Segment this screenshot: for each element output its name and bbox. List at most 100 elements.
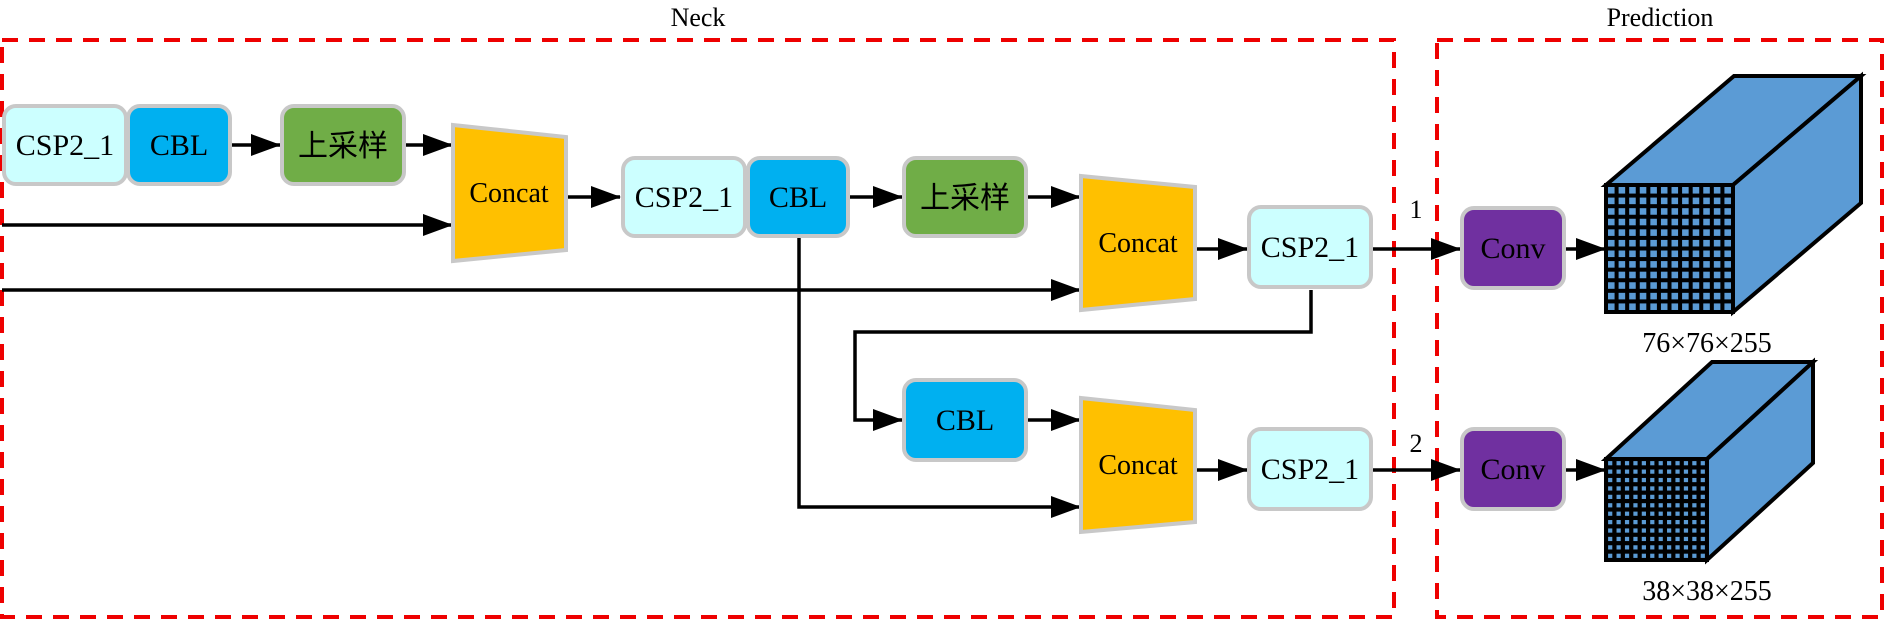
grid-cell xyxy=(1675,545,1680,550)
grid-cell xyxy=(1608,511,1613,516)
grid-cell xyxy=(1667,477,1672,483)
node-concat-a[interactable]: Concat xyxy=(451,122,568,264)
grid-cell xyxy=(1660,239,1668,247)
grid-cell xyxy=(1608,218,1615,226)
grid-cell xyxy=(1724,303,1731,310)
concat-b-shape xyxy=(1079,173,1197,313)
node-upsample-b[interactable]: 上采样 xyxy=(902,156,1028,238)
grid-cell xyxy=(1703,197,1710,205)
node-csp-a[interactable]: CSP2_1 xyxy=(2,104,128,186)
grid-cell xyxy=(1650,229,1657,236)
grid-cell xyxy=(1650,528,1655,533)
grid-cell xyxy=(1700,503,1705,508)
grid-cell xyxy=(1692,197,1700,205)
neck-region-border xyxy=(0,38,1396,619)
grid-cell xyxy=(1650,536,1655,542)
grid-cell xyxy=(1608,545,1613,550)
node-cbl-b[interactable]: CBL xyxy=(746,156,850,238)
grid-cell xyxy=(1724,292,1731,300)
grid-cell xyxy=(1618,250,1626,258)
grid-cell xyxy=(1703,218,1710,226)
grid-cell xyxy=(1724,208,1731,215)
grid-cell xyxy=(1650,250,1657,258)
node-csp-d[interactable]: CSP2_1 xyxy=(1247,427,1373,511)
grid-cell xyxy=(1608,303,1615,310)
grid-cell xyxy=(1633,461,1638,466)
node-csp-b[interactable]: CSP2_1 xyxy=(621,156,747,238)
grid-cell xyxy=(1624,503,1630,508)
grid-cell xyxy=(1667,486,1672,491)
grid-cell xyxy=(1633,545,1638,550)
grid-cell xyxy=(1700,477,1705,483)
grid-cell xyxy=(1616,511,1621,516)
conv-1-box xyxy=(1460,206,1566,290)
conv-1-label: Conv xyxy=(1480,232,1545,265)
grid-cell xyxy=(1608,250,1615,258)
grid-cell xyxy=(1671,282,1679,289)
grid-cell xyxy=(1650,271,1657,279)
grid-cell xyxy=(1671,187,1679,194)
grid-cell xyxy=(1713,239,1721,247)
grid-cell xyxy=(1703,303,1710,310)
grid-cell xyxy=(1629,229,1636,236)
grid-cell xyxy=(1629,271,1636,279)
grid-cell xyxy=(1682,250,1689,258)
grid-cell xyxy=(1608,469,1613,474)
grid-cell xyxy=(1650,477,1655,483)
grid-cell xyxy=(1683,461,1689,466)
grid-cell xyxy=(1658,511,1663,516)
upsample-b-label: 上采样 xyxy=(920,182,1010,215)
grid-cell xyxy=(1682,218,1689,226)
grid-cell xyxy=(1624,511,1630,516)
grid-cell xyxy=(1671,292,1679,300)
grid-cell xyxy=(1650,197,1657,205)
grid-cell xyxy=(1692,545,1697,550)
grid-cell xyxy=(1641,486,1646,491)
grid-cell xyxy=(1724,282,1731,289)
grid-cell xyxy=(1700,494,1705,499)
grid-cell xyxy=(1713,271,1721,279)
grid-cell xyxy=(1608,486,1613,491)
grid-cell xyxy=(1650,545,1655,550)
grid-cell xyxy=(1675,511,1680,516)
node-conv-1[interactable]: Conv xyxy=(1460,206,1566,290)
grid-cell xyxy=(1608,187,1615,194)
grid-cell xyxy=(1724,250,1731,258)
edge-cbl-b-to-concat-c xyxy=(797,237,1081,518)
grid-cell xyxy=(1713,292,1721,300)
grid-cell xyxy=(1641,503,1646,508)
grid-cell xyxy=(1608,208,1615,215)
grid-cell xyxy=(1639,303,1647,310)
node-csp-c[interactable]: CSP2_1 xyxy=(1247,205,1373,289)
node-cbl-c[interactable]: CBL xyxy=(902,378,1028,462)
grid-cell xyxy=(1692,511,1697,516)
cbl-b-label: CBL xyxy=(769,181,827,214)
grid-cell xyxy=(1629,282,1636,289)
cube-front-face xyxy=(1604,183,1735,314)
grid-cell xyxy=(1703,208,1710,215)
cbl-c-label: CBL xyxy=(936,404,994,437)
grid-cell xyxy=(1618,303,1626,310)
cbl-a-box xyxy=(126,104,232,186)
node-concat-b[interactable]: Concat xyxy=(1079,173,1197,313)
output-tensor-cube-2 xyxy=(1600,357,1819,565)
node-concat-c[interactable]: Concat xyxy=(1079,395,1197,535)
grid-cell xyxy=(1682,239,1689,247)
node-cbl-a[interactable]: CBL xyxy=(126,104,232,186)
node-upsample-a[interactable]: 上采样 xyxy=(280,104,406,186)
grid-cell xyxy=(1650,187,1657,194)
grid-cell xyxy=(1675,553,1680,558)
grid-cell xyxy=(1618,218,1626,226)
grid-cell xyxy=(1671,271,1679,279)
prediction-region-title: Prediction xyxy=(1607,3,1714,32)
grid-cell xyxy=(1650,218,1657,226)
grid-cell xyxy=(1671,303,1679,310)
grid-cell xyxy=(1624,528,1630,533)
output-1-shape-label: 76×76×255 xyxy=(1642,328,1772,359)
grid-cell xyxy=(1618,239,1626,247)
node-conv-2[interactable]: Conv xyxy=(1460,427,1566,511)
grid-cell xyxy=(1616,553,1621,558)
grid-cell xyxy=(1667,511,1672,516)
grid-cell xyxy=(1639,197,1647,205)
grid-cell xyxy=(1629,208,1636,215)
